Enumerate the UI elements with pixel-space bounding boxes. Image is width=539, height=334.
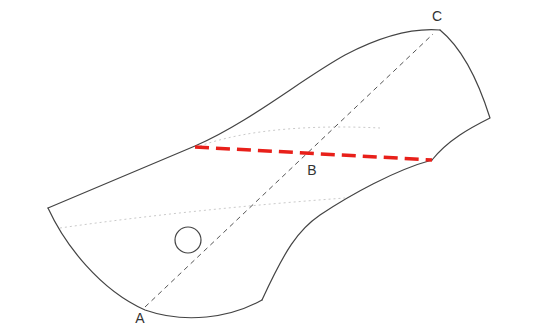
point-label: C [432, 9, 442, 23]
hole-circle [175, 227, 201, 253]
surface-fold-edge [262, 160, 432, 300]
surface-bottom-edge [48, 208, 262, 318]
diagonal-dashed-line [145, 34, 433, 307]
surface-right-edge [432, 30, 490, 160]
surface-top-edge [48, 30, 440, 208]
point-label: A [135, 311, 144, 325]
red-dashed-line [195, 147, 432, 160]
point-label: B [307, 163, 316, 177]
surface-guide-curve [200, 127, 380, 146]
surface-guide-curve [60, 198, 345, 228]
